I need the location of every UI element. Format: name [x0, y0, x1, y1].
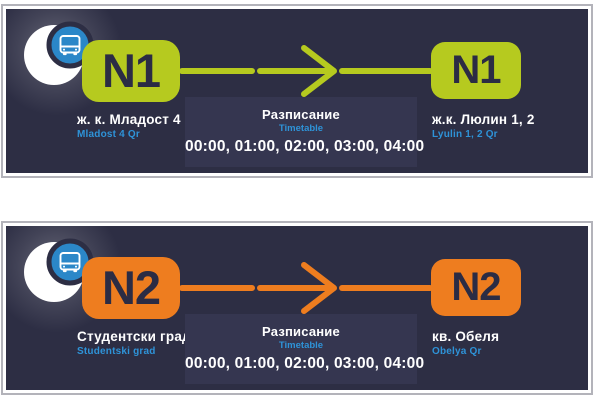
timetable-times: 00:00, 01:00, 02:00, 03:00, 04:00	[185, 138, 425, 155]
origin-name-en: Mladost 4 Qr	[77, 129, 140, 140]
bus-icon	[59, 252, 81, 271]
origin-name-en: Studentski grad	[77, 346, 156, 357]
route-panel-n2: N2 N2 Студентски град Studentski grad Ра…	[6, 226, 588, 390]
night-bus-icon	[24, 238, 94, 302]
timetable-title-bg: Разписание	[262, 107, 340, 122]
night-bus-icon	[24, 21, 94, 85]
destination-line-badge: N1	[431, 42, 521, 99]
destination-stop: ж.к. Люлин 1, 2 Lyulin 1, 2 Qr	[432, 112, 535, 140]
timetable-box: Разписание Timetable 00:00, 01:00, 02:00…	[185, 314, 425, 384]
origin-stop: Студентски град Studentski grad	[77, 329, 191, 357]
route-arrow-icon	[180, 45, 432, 97]
destination-line-badge: N2	[431, 259, 521, 316]
route-arrow-icon	[180, 262, 432, 314]
destination-name-en: Lyulin 1, 2 Qr	[432, 129, 498, 140]
timetable-times: 00:00, 01:00, 02:00, 03:00, 04:00	[185, 355, 425, 372]
bus-wheels-icon	[63, 48, 77, 56]
destination-stop: кв. Обеля Obelya Qr	[432, 329, 499, 357]
route-card-n2[interactable]: N2 N2 Студентски град Studentski grad Ра…	[1, 221, 593, 395]
timetable-title-bg: Разписание	[262, 324, 340, 339]
bus-icon	[59, 35, 81, 54]
origin-name-bg: Студентски град	[77, 329, 191, 344]
route-card-n1[interactable]: N1 N1 ж. к. Младост 4 Mladost 4 Qr Разпи…	[1, 4, 593, 178]
origin-line-badge: N2	[82, 257, 180, 319]
bus-wheels-icon	[63, 265, 77, 273]
origin-line-badge: N1	[82, 40, 180, 102]
origin-stop: ж. к. Младост 4 Mladost 4 Qr	[77, 112, 181, 140]
origin-name-bg: ж. к. Младост 4	[77, 112, 181, 127]
timetable-title-en: Timetable	[278, 340, 324, 351]
destination-name-en: Obelya Qr	[432, 346, 482, 357]
destination-name-bg: ж.к. Люлин 1, 2	[432, 112, 535, 127]
route-panel-n1: N1 N1 ж. к. Младост 4 Mladost 4 Qr Разпи…	[6, 9, 588, 173]
destination-name-bg: кв. Обеля	[432, 329, 500, 344]
timetable-title-en: Timetable	[278, 123, 324, 134]
timetable-box: Разписание Timetable 00:00, 01:00, 02:00…	[185, 97, 425, 167]
